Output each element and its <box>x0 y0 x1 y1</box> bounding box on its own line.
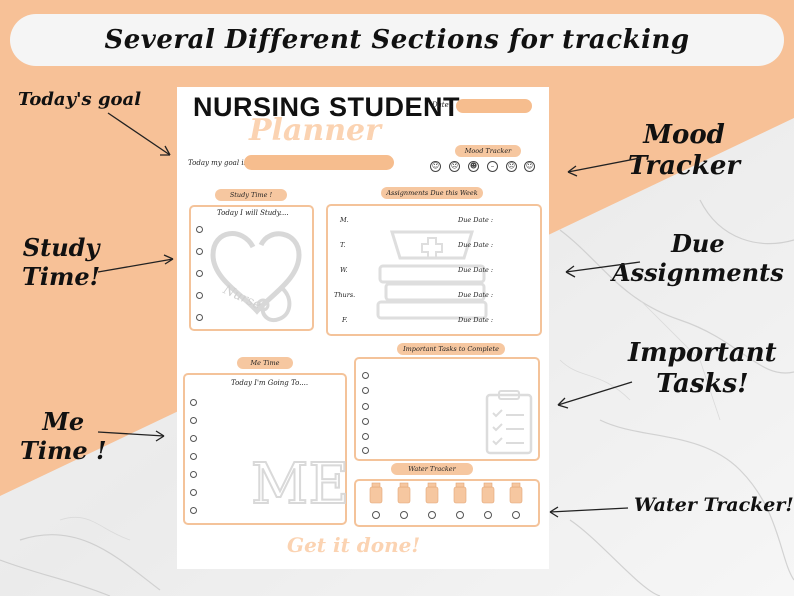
day-friday: F. <box>342 316 348 324</box>
assignments-label: Assignments Due this Week <box>381 187 483 199</box>
assignments-box: M. Due Date : T. Due Date : W. Due Date … <box>326 204 542 336</box>
day-tuesday: T. <box>340 241 346 249</box>
nurse-cap-books-icon <box>376 230 488 320</box>
me-checkbox[interactable] <box>190 435 197 442</box>
study-time-box: Today I will Study.... Nurse <box>189 205 314 331</box>
task-checkbox[interactable] <box>362 433 369 440</box>
smile-face-icon[interactable]: ☺ <box>524 161 535 172</box>
due-date-thursday[interactable]: Due Date : <box>458 291 494 299</box>
me-checkbox[interactable] <box>190 489 197 496</box>
me-checkbox[interactable] <box>190 453 197 460</box>
callout-important-tasks: Important Tasks! <box>628 338 777 400</box>
planner-subtitle: Planner <box>249 113 381 148</box>
callout-tasks-line1: Important <box>628 338 777 368</box>
study-time-label: Study Time ! <box>215 189 287 201</box>
task-checkbox[interactable] <box>362 372 369 379</box>
me-checkbox[interactable] <box>190 471 197 478</box>
me-time-label: Me Time <box>237 357 293 369</box>
study-heading: Today I will Study.... <box>217 209 289 217</box>
day-monday: M. <box>340 216 349 224</box>
task-checkbox[interactable] <box>362 447 369 454</box>
me-heading: Today I'm Going To.... <box>231 379 309 387</box>
me-time-box: Today I'm Going To.... ME <box>183 373 350 525</box>
water-cup-icon <box>481 482 495 504</box>
callout-due-line2: Assignments <box>612 257 784 287</box>
mood-tracker-label: Mood Tracker <box>455 145 521 157</box>
callout-mood-line1: Mood <box>643 120 725 150</box>
callout-mood-line2: Tracker <box>628 151 741 182</box>
footer-motto: Get it done! <box>287 533 421 557</box>
task-checkbox[interactable] <box>362 403 369 410</box>
neutral-face-icon[interactable]: – <box>487 161 498 172</box>
water-tracker-label: Water Tracker <box>391 463 473 475</box>
water-cup-icon <box>509 482 523 504</box>
callout-me-line2: Time ! <box>20 435 107 465</box>
goal-field[interactable] <box>244 155 394 170</box>
callout-todays-goal: Today's goal <box>18 89 141 111</box>
water-tracker-box <box>354 479 540 527</box>
callout-study-line2: Time! <box>22 261 101 291</box>
water-cup-icon <box>425 482 439 504</box>
banner-text: Several Different Sections for tracking <box>104 25 690 55</box>
me-watermark-icon: ME <box>251 453 350 513</box>
callout-mood-tracker: Mood Tracker <box>628 120 740 182</box>
tasks-label: Important Tasks to Complete <box>397 343 505 355</box>
callout-study-time: Study Time! <box>22 233 101 292</box>
sad-face-icon[interactable]: ☹ <box>449 161 460 172</box>
water-cups <box>369 482 523 519</box>
study-checkbox[interactable] <box>196 292 203 299</box>
callout-todays-goal-text: Today's goal <box>18 89 142 110</box>
tasks-box <box>354 357 540 461</box>
me-checkbox[interactable] <box>190 507 197 514</box>
planner-page: NURSING STUDENT Planner Date : Today my … <box>177 87 549 569</box>
water-cup-icon <box>369 482 383 504</box>
laugh-face-icon[interactable]: ☻ <box>468 161 479 172</box>
study-checkbox[interactable] <box>196 226 203 233</box>
due-date-tuesday[interactable]: Due Date : <box>458 241 494 249</box>
clipboard-checklist-icon <box>485 390 533 455</box>
callout-study-line1: Study <box>22 233 100 262</box>
due-date-friday[interactable]: Due Date : <box>458 316 494 324</box>
study-checkbox[interactable] <box>196 270 203 277</box>
me-checkbox[interactable] <box>190 417 197 424</box>
happy-face-icon[interactable]: ☺ <box>430 161 441 172</box>
due-date-monday[interactable]: Due Date : <box>458 216 494 224</box>
callout-tasks-line2: Tasks! <box>656 369 749 400</box>
water-cup-icon <box>397 482 411 504</box>
svg-text:ME: ME <box>251 453 349 513</box>
date-label: Date : <box>432 101 454 109</box>
callout-due-line1: Due <box>671 229 725 258</box>
task-checkbox[interactable] <box>362 418 369 425</box>
planner-title: NURSING STUDENT <box>193 92 461 122</box>
callout-me-line1: Me <box>42 407 85 436</box>
goal-label: Today my goal is: <box>188 159 250 167</box>
frown-face-icon[interactable]: ☹ <box>506 161 517 172</box>
callout-water-text: Water Tracker! <box>634 494 794 516</box>
day-thursday: Thurs. <box>334 291 356 299</box>
date-field[interactable] <box>456 99 532 113</box>
study-checkbox[interactable] <box>196 314 203 321</box>
callout-me-time: Me Time ! <box>20 407 107 466</box>
callout-due-assignments: Due Assignments <box>612 229 784 288</box>
stethoscope-heart-icon: Nurse <box>210 231 302 322</box>
heart-text: Nurse <box>220 282 264 313</box>
day-wednesday: W. <box>340 266 348 274</box>
callout-water-tracker: Water Tracker! <box>634 494 794 517</box>
header-banner: Several Different Sections for tracking <box>10 14 784 66</box>
due-date-wednesday[interactable]: Due Date : <box>458 266 494 274</box>
task-checkbox[interactable] <box>362 387 369 394</box>
water-cup-icon <box>453 482 467 504</box>
me-checkbox[interactable] <box>190 399 197 406</box>
study-checkbox[interactable] <box>196 248 203 255</box>
